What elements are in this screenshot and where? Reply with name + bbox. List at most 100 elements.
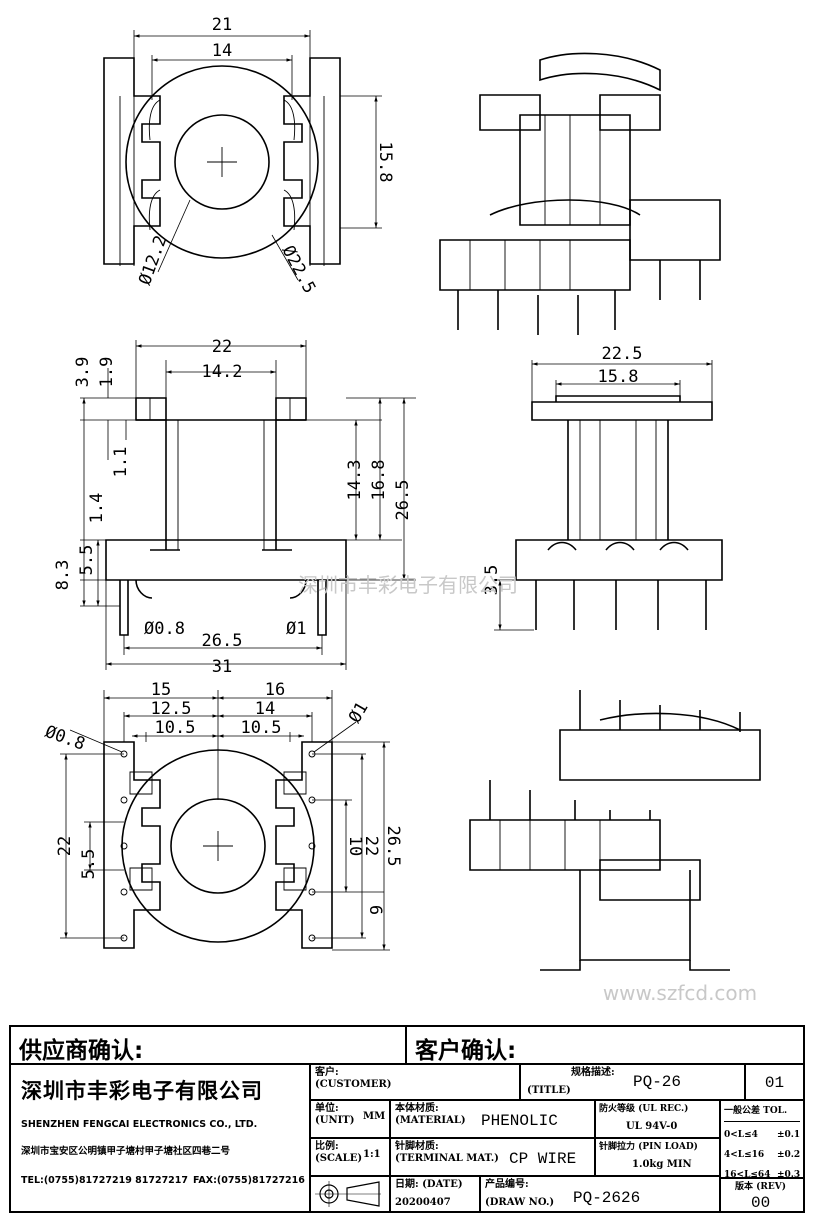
pin-load-value: 1.0kg MIN <box>632 1159 692 1170</box>
scale-value: 1:1 <box>363 1149 381 1160</box>
unit-label: 单位: <box>315 1103 339 1114</box>
dim-14-bottom: 14 <box>255 699 275 719</box>
scale-label: 比例: <box>315 1141 339 1152</box>
dim-diameter-12-2: Ø12.2 <box>135 233 171 288</box>
dim-10-5-right: 10.5 <box>241 718 282 738</box>
company-block: 深圳市丰彩电子有限公司 SHENZHEN FENGCAI ELECTRONICS… <box>11 1065 311 1213</box>
material-value: PHENOLIC <box>481 1112 558 1130</box>
title-value: PQ-26 <box>633 1073 682 1091</box>
dim-width-22: 22 <box>212 337 232 357</box>
company-tel: TEL:(0755)81727219 81727217 <box>21 1175 189 1186</box>
draw-no-label-en: (DRAW NO.) <box>485 1197 555 1208</box>
bottom-view <box>60 690 390 951</box>
title-label-en: (TITLE) <box>527 1085 571 1096</box>
dim-width-21: 21 <box>212 15 232 35</box>
tolerance-value-3: ±0.3 <box>777 1170 801 1180</box>
dim-5-5-bottom: 5.5 <box>79 849 99 880</box>
tolerance-range-2: 4<L≤16 <box>724 1150 765 1160</box>
material-label: 本体材质: <box>395 1103 439 1114</box>
pin-load-label: 针脚拉力 (PIN LOAD) <box>599 1142 698 1152</box>
dim-5-5-front: 5.5 <box>77 545 97 576</box>
watermark-right: www.szfcd.com <box>603 981 757 1005</box>
material-cell: 本体材质: (MATERIAL) PHENOLIC <box>391 1101 596 1139</box>
dim-22-left: 22 <box>55 836 75 856</box>
terminal-cell: 针脚材质: (TERMINAL MAT.) CP WIRE <box>391 1139 596 1177</box>
dim-1-1: 1.1 <box>111 447 131 478</box>
date-cell: 日期: (DATE) 20200407 <box>391 1177 481 1213</box>
top-view <box>103 30 382 281</box>
dim-26-5-front: 26.5 <box>393 480 413 521</box>
fire-label: 防火等级 (UL REC.) <box>599 1104 689 1114</box>
watermark-center: 深圳市丰彩电子有限公司 <box>298 573 518 597</box>
dim-15: 15 <box>151 680 171 700</box>
unit-value: MM <box>363 1111 386 1122</box>
fire-cell: 防火等级 (UL REC.) UL 94V-0 <box>596 1101 721 1139</box>
draw-no-label: 产品编号: <box>485 1179 529 1190</box>
customer-label: 客户: <box>315 1067 339 1078</box>
draw-no-cell: 产品编号: (DRAW NO.) PQ-2626 <box>481 1177 721 1213</box>
dim-10-5-left: 10.5 <box>155 718 196 738</box>
dim-height-15-8: 15.8 <box>375 142 395 183</box>
dim-10: 10 <box>345 836 365 856</box>
dim-width-15-8: 15.8 <box>598 367 639 387</box>
rev-label: 版本 (REV) <box>735 1182 786 1192</box>
technical-drawing: 21 14 15.8 Ø12.2 Ø22.5 <box>42 15 761 1005</box>
date-value: 20200407 <box>395 1197 451 1208</box>
dim-26-5-bottom: 26.5 <box>383 826 403 867</box>
unit-cell: 单位: (UNIT) MM <box>311 1101 391 1139</box>
customer-label-en: (CUSTOMER) <box>315 1079 392 1090</box>
tolerance-range-3: 16<L≤64 <box>724 1170 771 1180</box>
dim-1-9: 1.9 <box>97 357 117 388</box>
company-fax: FAX:(0755)81727216 <box>193 1175 305 1186</box>
title-block: 供应商确认: 客户确认: 深圳市丰彩电子有限公司 SHENZHEN FENGCA… <box>9 1025 805 1213</box>
pin-load-cell: 针脚拉力 (PIN LOAD) 1.0kg MIN <box>596 1139 721 1177</box>
projection-symbol <box>311 1177 391 1213</box>
sheet-number: 01 <box>746 1065 803 1101</box>
iso-view-bottom <box>469 690 761 971</box>
dim-22-right: 22 <box>361 836 381 856</box>
terminal-value: CP WIRE <box>509 1150 577 1168</box>
tolerance-value-1: ±0.1 <box>777 1130 801 1140</box>
dim-12-5: 12.5 <box>151 699 192 719</box>
dim-hole-1: Ø1 <box>345 699 373 727</box>
customer-confirm: 客户确认: <box>407 1027 803 1065</box>
dim-pin-0-8: Ø0.8 <box>144 619 185 639</box>
dim-width-14: 14 <box>212 41 232 61</box>
draw-no-value: PQ-2626 <box>573 1189 641 1207</box>
unit-label-en: (UNIT) <box>315 1115 355 1126</box>
iso-view-top <box>439 52 721 335</box>
fire-value: UL 94V-0 <box>626 1121 678 1132</box>
terminal-label: 针脚材质: <box>395 1141 439 1152</box>
third-angle-projection-icon <box>315 1181 381 1207</box>
title-cell: 规格描述: (TITLE) PQ-26 <box>521 1065 746 1101</box>
dim-8-3: 8.3 <box>53 560 73 591</box>
dim-hole-0-8: Ø0.8 <box>42 722 87 755</box>
dim-diameter-22-5: Ø22.5 <box>278 242 320 297</box>
side-view <box>494 360 723 631</box>
dim-16: 16 <box>265 680 285 700</box>
rev-value: 00 <box>751 1194 771 1212</box>
dim-width-22-5: 22.5 <box>602 344 643 364</box>
dim-width-14-2: 14.2 <box>202 362 243 382</box>
rev-cell: 版本 (REV) 00 <box>721 1177 803 1213</box>
company-name-cn: 深圳市丰彩电子有限公司 <box>21 1079 263 1103</box>
scale-cell: 比例: (SCALE) 1:1 <box>311 1139 391 1177</box>
title-label: 规格描述: <box>571 1067 615 1078</box>
company-name-en: SHENZHEN FENGCAI ELECTRONICS CO., LTD. <box>21 1119 258 1130</box>
front-view <box>80 340 416 670</box>
customer-cell: 客户: (CUSTOMER) <box>311 1065 521 1101</box>
tolerance-value-2: ±0.2 <box>777 1150 801 1160</box>
dim-26-5-pitch: 26.5 <box>202 631 243 651</box>
terminal-label-en: (TERMINAL MAT.) <box>395 1153 499 1164</box>
dim-pin-1: Ø1 <box>286 619 306 639</box>
supplier-confirm: 供应商确认: <box>11 1027 407 1065</box>
tolerance-cell: 一般公差 TOL. 0<L≤4 ±0.1 4<L≤16 ±0.2 16<L≤64… <box>721 1101 803 1213</box>
date-label: 日期: (DATE) <box>395 1179 463 1190</box>
dim-14-3: 14.3 <box>345 460 365 501</box>
material-label-en: (MATERIAL) <box>395 1115 466 1126</box>
dim-3-9: 3.9 <box>73 357 93 388</box>
dim-pin-length-3-5: 3.5 <box>482 565 502 596</box>
dim-31: 31 <box>212 657 232 677</box>
dim-6: 6 <box>365 905 385 915</box>
tolerance-label: 一般公差 TOL. <box>724 1105 800 1122</box>
